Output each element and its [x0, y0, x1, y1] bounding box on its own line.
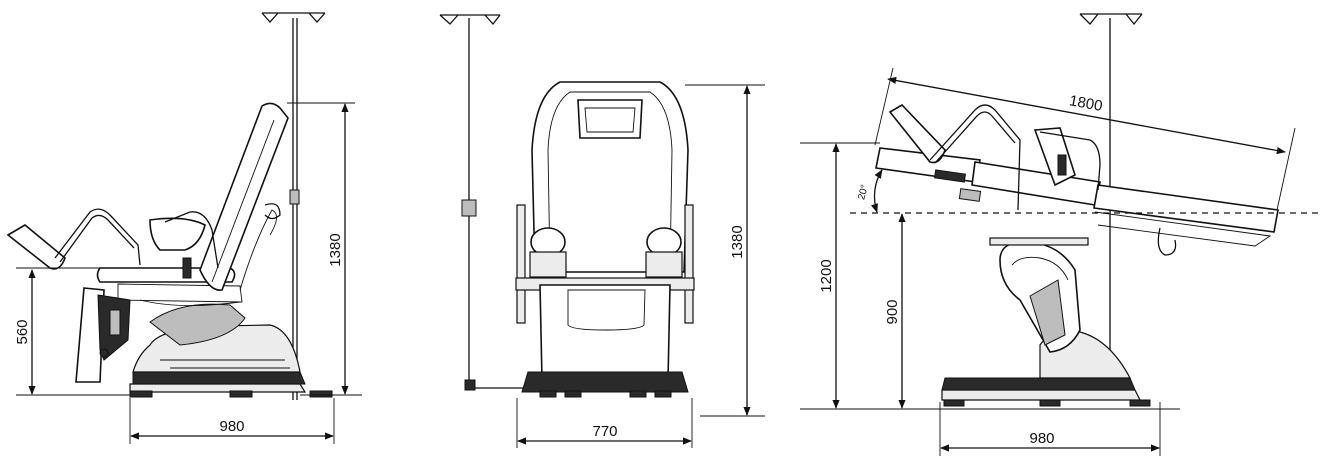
- label-min-height: 900: [884, 299, 901, 324]
- dimension-tilt-angle: 20°: [856, 169, 883, 213]
- dimension-height-1380: 1380: [685, 84, 765, 417]
- label-length: 980: [219, 418, 244, 435]
- chair-base: [129, 324, 333, 398]
- dimension-height-1200: 1200: [800, 142, 1180, 410]
- label-height: 1380: [327, 233, 344, 266]
- label-length: 1800: [1068, 92, 1104, 115]
- dimension-length-1800: 1800: [874, 67, 1296, 211]
- label-max-height: 1200: [818, 259, 835, 292]
- leg-rest: [75, 287, 131, 383]
- label-height: 1380: [729, 225, 746, 258]
- label-base-length: 980: [1029, 430, 1054, 447]
- leg-holder: [6, 208, 141, 270]
- dimension-height-1380: 1380: [287, 102, 362, 396]
- chair-column: [989, 237, 1089, 353]
- seat-base: [515, 277, 695, 398]
- armrest: [149, 211, 219, 279]
- iv-pole: [439, 14, 525, 391]
- side-view-reclined: 1380 560 980: [6, 12, 362, 444]
- dimension-height-900: 900: [884, 213, 906, 409]
- backrest: [531, 81, 689, 273]
- label-seat-height: 560: [14, 319, 31, 344]
- label-tilt-angle: 20°: [856, 184, 871, 201]
- dimension-base-length-980: 980: [939, 402, 1161, 456]
- table: [875, 127, 1279, 256]
- dimension-width-770: 770: [516, 398, 693, 448]
- side-view-flat: 1800 20° 1200 900 980: [800, 13, 1318, 456]
- iv-pole: [261, 12, 326, 400]
- front-view: 1380 770: [439, 14, 765, 448]
- chair-column: [149, 303, 246, 346]
- backrest: [199, 102, 289, 291]
- armrests: [516, 204, 694, 324]
- label-width: 770: [592, 423, 617, 440]
- dimension-length-980: 980: [129, 398, 335, 444]
- dimension-seat-height-560: 560: [14, 267, 130, 396]
